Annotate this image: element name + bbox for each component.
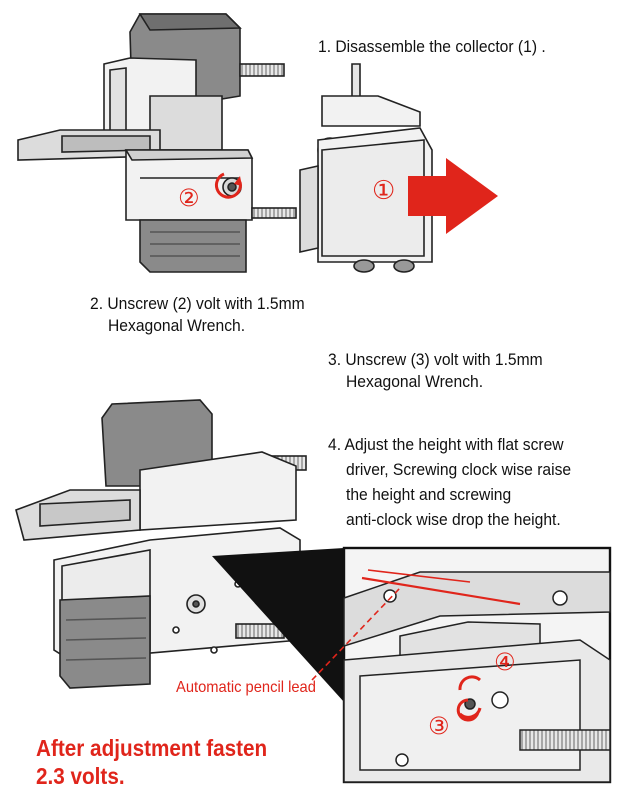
step-3-line-1: 3. Unscrew (3) volt with 1.5mm <box>328 350 543 369</box>
step-4-line-2: driver, Screwing clock wise raise <box>346 460 572 479</box>
marker-2: ② <box>178 184 200 212</box>
remove-direction-arrow <box>408 158 498 234</box>
step-4-line-1: 4. Adjust the height with flat screw <box>328 435 564 454</box>
zoom-inset <box>342 546 612 784</box>
step-2-line-2: Hexagonal Wrench. <box>108 316 246 335</box>
cleaver-drawing-bottom <box>15 399 307 689</box>
zoom-cone <box>212 548 344 702</box>
collector-drawing <box>299 63 433 273</box>
rotation-arrow-2 <box>214 172 242 199</box>
step-1-text: 1. Disassemble the collector (1) . <box>318 37 546 56</box>
marker-4: ④ <box>494 648 516 676</box>
step-4-line-3: the height and screwing <box>346 485 512 504</box>
step-4-line-4: anti-clock wise drop the height. <box>346 510 561 529</box>
marker-1: ① <box>372 176 396 206</box>
cleaver-drawing-top <box>17 13 297 273</box>
fasten-note-line-2: 2.3 volts. <box>36 763 125 789</box>
pencil-lead-leader <box>311 587 401 681</box>
pencil-lead-label: Automatic pencil lead <box>176 679 316 696</box>
step-3-line-2: Hexagonal Wrench. <box>346 372 484 391</box>
fasten-note-line-1: After adjustment fasten <box>36 735 268 761</box>
step-2-line-1: 2. Unscrew (2) volt with 1.5mm <box>90 294 305 313</box>
marker-3: ③ <box>428 712 450 740</box>
